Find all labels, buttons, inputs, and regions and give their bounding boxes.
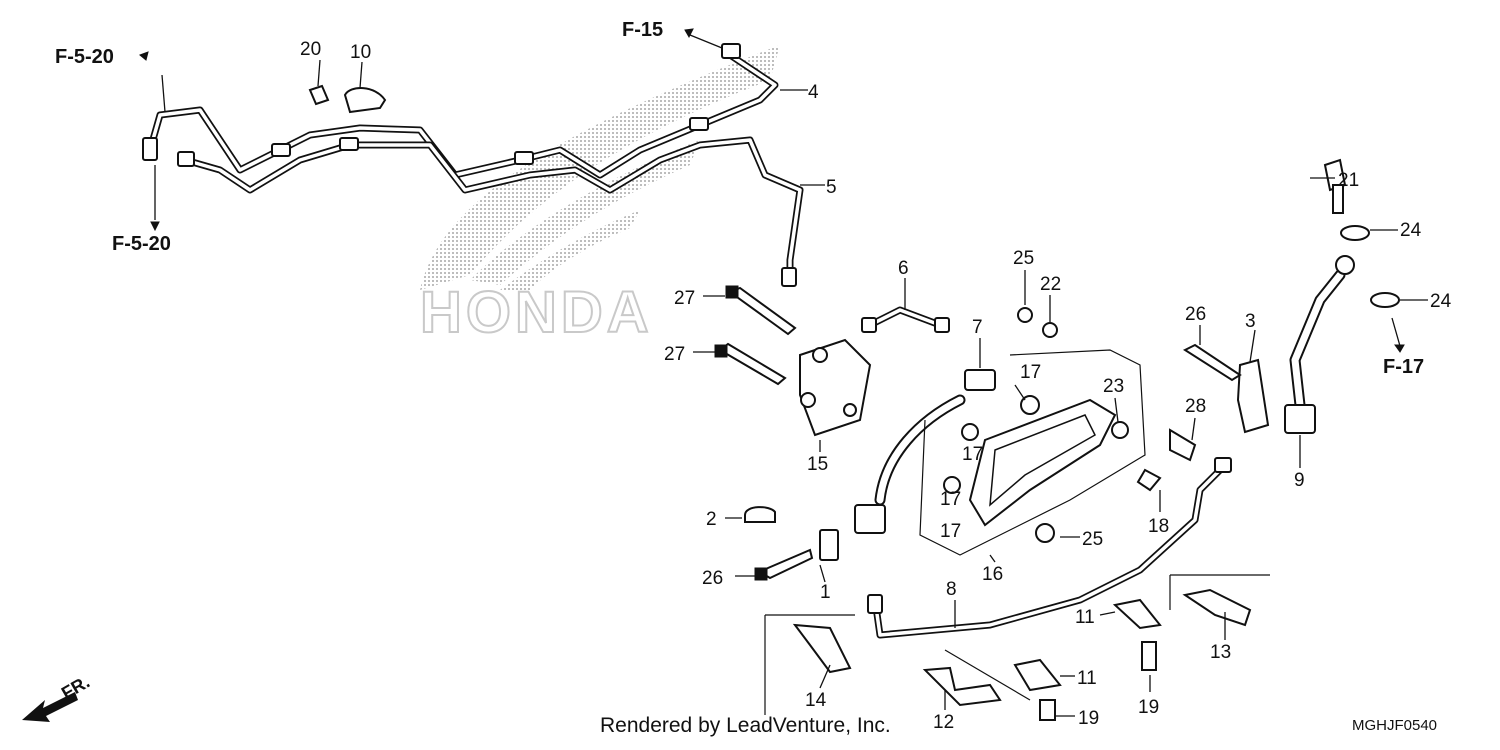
callout-13: 13 bbox=[1210, 642, 1231, 663]
brake-hose-7 bbox=[854, 369, 996, 534]
clamp-11-lower bbox=[1013, 658, 1062, 692]
callout-22: 22 bbox=[1040, 274, 1061, 295]
callout-19-left: 19 bbox=[1078, 708, 1099, 729]
callout-20: 20 bbox=[300, 39, 321, 60]
callout-24-upper: 24 bbox=[1400, 220, 1422, 241]
callout-9: 9 bbox=[1294, 470, 1305, 491]
callout-17-b: 17 bbox=[962, 444, 983, 465]
clamp-and-bolts-lower-left bbox=[308, 84, 839, 581]
callout-12: 12 bbox=[933, 712, 954, 733]
callout-5: 5 bbox=[826, 177, 837, 198]
frame-14 bbox=[764, 614, 855, 715]
callout-27-lower: 27 bbox=[664, 344, 685, 365]
callout-17-d: 17 bbox=[940, 521, 961, 542]
callout-7: 7 bbox=[972, 317, 983, 338]
callout-16: 16 bbox=[982, 564, 1003, 585]
clamp-12 bbox=[922, 666, 1002, 707]
bracket-16 bbox=[919, 307, 1197, 556]
clamp-14 bbox=[792, 623, 852, 674]
callout-25-upper: 25 bbox=[1013, 248, 1034, 269]
callout-15: 15 bbox=[807, 454, 828, 475]
callout-14: 14 bbox=[805, 690, 827, 711]
front-direction-arrow-icon bbox=[22, 692, 78, 722]
reference-f-17: F-17 bbox=[1383, 356, 1424, 378]
callout-23: 23 bbox=[1103, 376, 1124, 397]
reference-f-5-20-top: F-5-20 bbox=[55, 46, 114, 68]
diagram-code: MGHJF0540 bbox=[1352, 717, 1437, 734]
reference-f-15: F-15 bbox=[622, 19, 663, 41]
callout-24-lower: 24 bbox=[1430, 291, 1452, 312]
callout-17-c: 17 bbox=[940, 489, 961, 510]
clamp-11-upper bbox=[1112, 598, 1162, 630]
callout-25-lower: 25 bbox=[1082, 529, 1103, 550]
brake-hose-9-assembly bbox=[1182, 158, 1400, 434]
reference-arrow-icon bbox=[139, 28, 1405, 353]
callout-3: 3 bbox=[1245, 311, 1256, 332]
callout-26-right: 26 bbox=[1185, 304, 1206, 325]
bolts-27 bbox=[714, 285, 797, 386]
bolts-19 bbox=[1039, 641, 1157, 721]
callout-17-a: 17 bbox=[1020, 362, 1041, 383]
callout-21: 21 bbox=[1338, 170, 1359, 191]
callout-19-right: 19 bbox=[1138, 697, 1159, 718]
callout-8: 8 bbox=[946, 579, 957, 600]
callout-27-upper: 27 bbox=[674, 288, 695, 309]
frame-13 bbox=[1169, 574, 1270, 610]
callout-11-lower: 11 bbox=[1077, 668, 1097, 689]
honda-watermark-text: HONDA bbox=[420, 280, 653, 345]
reference-f-5-20-bottom: F-5-20 bbox=[112, 233, 171, 255]
honda-wing-watermark bbox=[420, 45, 780, 290]
callout-26-left: 26 bbox=[702, 568, 723, 589]
brake-pipe-upper-assembly bbox=[142, 43, 804, 287]
brake-pipe-6 bbox=[861, 306, 950, 333]
leader-lines bbox=[154, 34, 1428, 717]
frame-12 bbox=[944, 649, 1031, 701]
callout-18: 18 bbox=[1148, 516, 1169, 537]
callout-labels: 1 2 3 4 5 6 7 8 9 10 11 11 12 13 14 15 1… bbox=[300, 39, 1452, 733]
callout-11-upper: 11 bbox=[1075, 607, 1095, 628]
callout-2: 2 bbox=[706, 509, 717, 530]
callout-28: 28 bbox=[1185, 396, 1206, 417]
brake-pipe-8 bbox=[867, 457, 1232, 639]
callout-10: 10 bbox=[350, 42, 371, 63]
credit-text: Rendered by LeadVenture, Inc. bbox=[600, 714, 891, 737]
clamp-13 bbox=[1182, 588, 1252, 627]
callout-4: 4 bbox=[808, 82, 819, 103]
brake-joint-15 bbox=[799, 338, 872, 437]
callout-1: 1 bbox=[820, 582, 831, 603]
callout-6: 6 bbox=[898, 258, 909, 279]
